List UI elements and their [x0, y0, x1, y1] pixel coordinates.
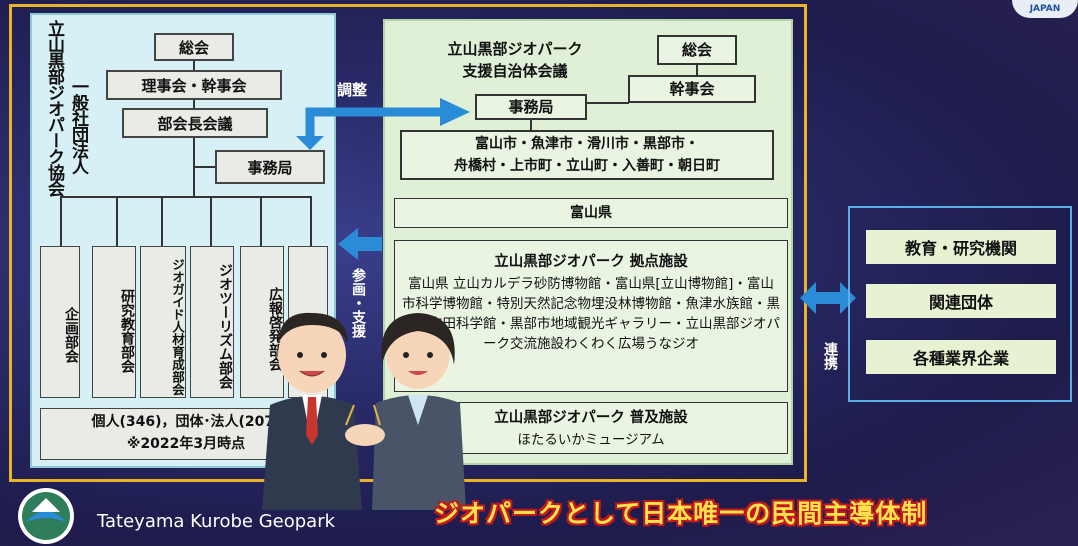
council-secretariat: 事務局: [475, 94, 587, 120]
partner-education: 教育・研究機関: [866, 230, 1056, 264]
association-type: 一般社団法人: [68, 78, 88, 174]
promo-facilities-list: ほたるいかミュージアム: [517, 432, 665, 448]
base-facilities-title: 立山黒部ジオパーク 拠点施設: [494, 254, 688, 270]
participation-label: 参画・支援: [350, 268, 366, 338]
association-board: 理事会・幹事会: [106, 70, 282, 100]
council-steering: 幹事会: [628, 75, 756, 103]
partner-organizations: 関連団体: [866, 284, 1056, 318]
connector: [193, 61, 195, 70]
municipalities: 富山市・魚津市・滑川市・黒部市・ 舟橋村・上市町・立山町・入善町・朝日町: [400, 130, 774, 180]
connector: [260, 196, 262, 246]
prefecture: 富山県: [394, 198, 788, 228]
association-secretariat: 事務局: [215, 150, 325, 184]
council-general-meeting: 総会: [657, 35, 737, 65]
connector: [116, 196, 118, 246]
members-count: 個人(346)，団体･法人(207): [91, 414, 281, 430]
connector: [60, 196, 62, 246]
connector: [310, 196, 312, 246]
council-title: 立山黒部ジオパーク 支援自治体会議: [447, 40, 583, 80]
partners-frame: [848, 206, 1072, 402]
coordination-arrow: [296, 98, 470, 150]
connector: [530, 120, 532, 130]
headline: ジオパークとして日本唯一の民間主導体制: [434, 499, 928, 528]
cooperation-label: 連携: [822, 342, 838, 370]
association-general-meeting: 総会: [154, 33, 234, 61]
coordination-label: 調整: [337, 81, 368, 99]
connector: [210, 196, 212, 246]
connector: [696, 65, 698, 75]
dept-research-education: 研究教育部会: [92, 246, 136, 398]
participation-arrow: [338, 228, 382, 260]
handshake-illustration: [262, 312, 466, 510]
dept-planning: 企画部会: [40, 246, 80, 398]
japan-geopark-badge: JAPAN: [1012, 0, 1078, 18]
connector: [161, 196, 163, 246]
brand-name: Tateyama Kurobe Geopark: [97, 511, 336, 532]
chairs-meeting: 部会長会議: [122, 108, 268, 138]
geopark-logo: [18, 488, 74, 544]
base-facilities-box: [394, 240, 788, 392]
partner-companies: 各種業界企業: [866, 340, 1056, 374]
dept-geotourism: ジオツーリズム部会: [190, 246, 234, 398]
connector: [193, 166, 215, 168]
connector: [193, 100, 195, 108]
base-facilities-list: 富山県 立山カルデラ砂防博物館・富山県[立山博物館]・富山市科学博物館・特別天然…: [402, 276, 780, 352]
connector: [60, 196, 312, 198]
promo-facilities-title: 立山黒部ジオパーク 普及施設: [494, 410, 688, 426]
association-title: 立山黒部ジオパーク協会: [44, 20, 64, 196]
members-date: ※2022年3月時点: [126, 436, 246, 452]
connector: [587, 102, 629, 104]
dept-geoguide: ジオガイド人材育成部会: [140, 246, 186, 398]
